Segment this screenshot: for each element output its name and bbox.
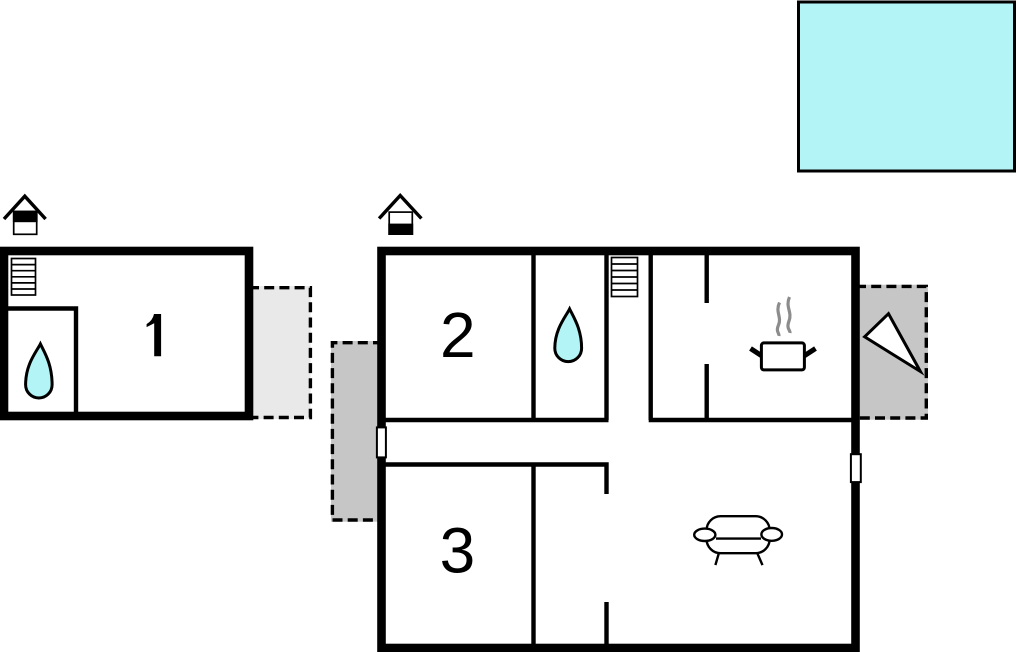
svg-text:3: 3 [440, 515, 476, 587]
svg-text:2: 2 [440, 299, 476, 371]
